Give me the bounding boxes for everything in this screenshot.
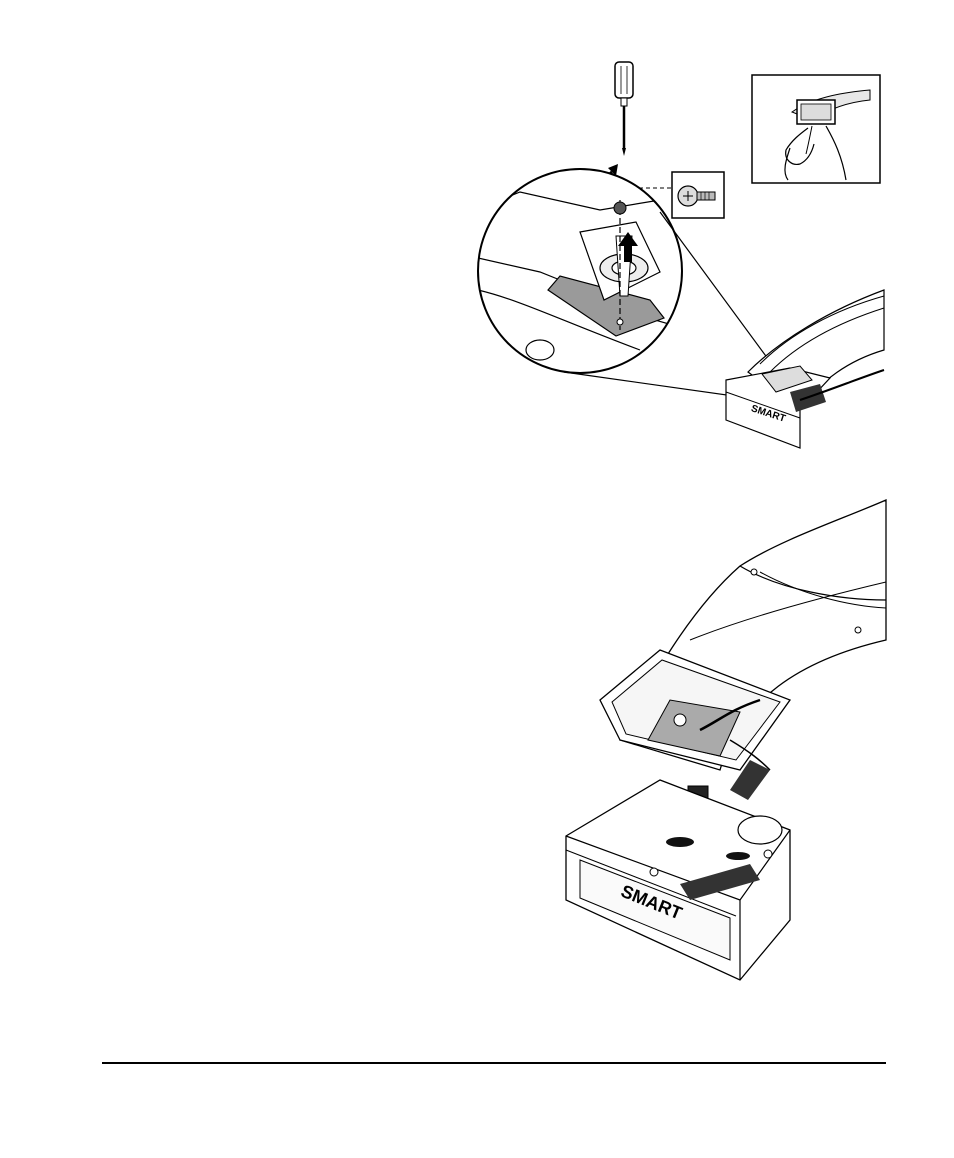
projector-large: SMART [566,780,790,980]
projector-attach-illustration: SMART [550,495,890,985]
screwdriver-icon [615,62,633,156]
footer-rule [102,1062,886,1064]
projector-small: SMART [726,290,884,448]
screw-removal-illustration: SMART [470,60,890,460]
boom-arm [600,500,886,800]
magnified-mount-detail [470,160,690,390]
inset-person-holding-projector [752,75,880,183]
